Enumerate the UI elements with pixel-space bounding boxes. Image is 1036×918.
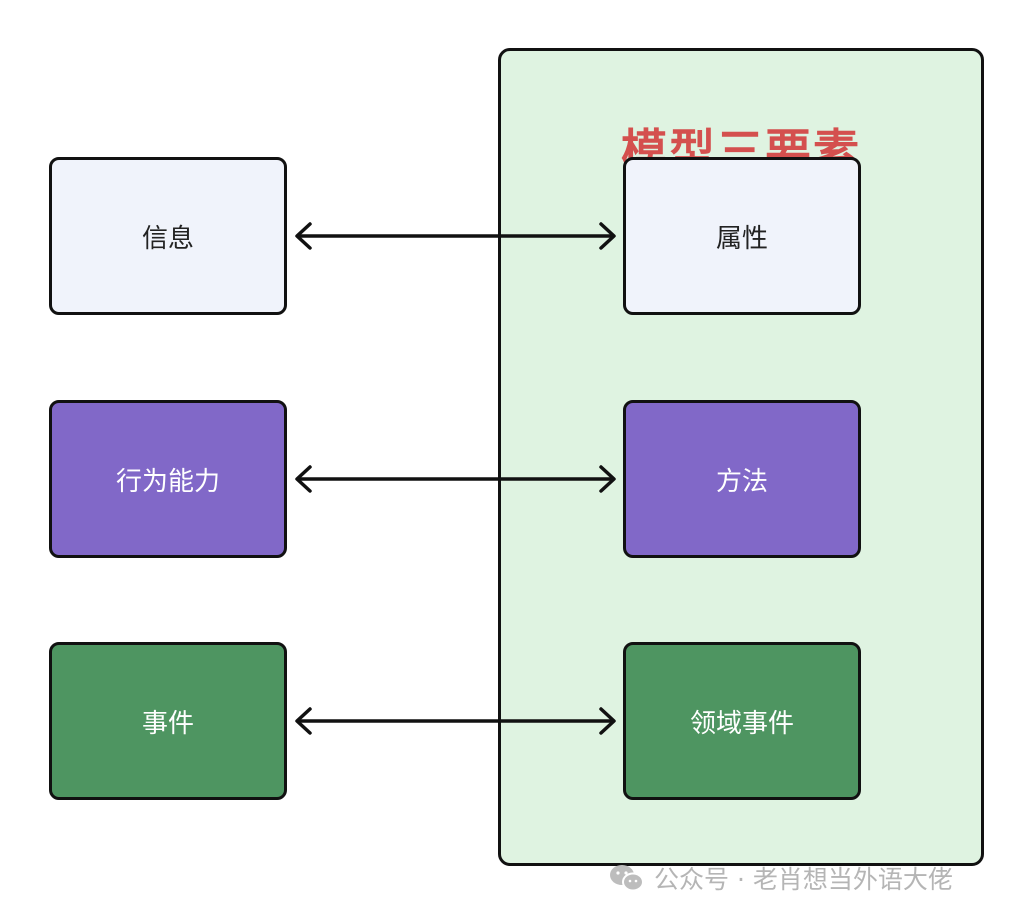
node-info: 信息 xyxy=(49,157,287,315)
node-info-label: 信息 xyxy=(141,223,194,254)
node-attribute-label: 属性 xyxy=(715,223,768,254)
node-behavior-label: 行为能力 xyxy=(115,466,220,497)
node-behavior: 行为能力 xyxy=(49,400,287,558)
watermark: 公众号 · 老肖想当外语大佬 xyxy=(608,858,953,898)
node-domain-event: 领域事件 xyxy=(623,642,861,800)
node-event: 事件 xyxy=(49,642,287,800)
node-method-label: 方法 xyxy=(715,466,768,497)
node-method: 方法 xyxy=(623,400,861,558)
wechat-icon xyxy=(610,865,644,892)
watermark-text: 公众号 · 老肖想当外语大佬 xyxy=(654,865,953,894)
node-event-label: 事件 xyxy=(141,708,194,739)
node-domain-event-label: 领域事件 xyxy=(689,708,794,739)
node-attribute: 属性 xyxy=(623,157,861,315)
